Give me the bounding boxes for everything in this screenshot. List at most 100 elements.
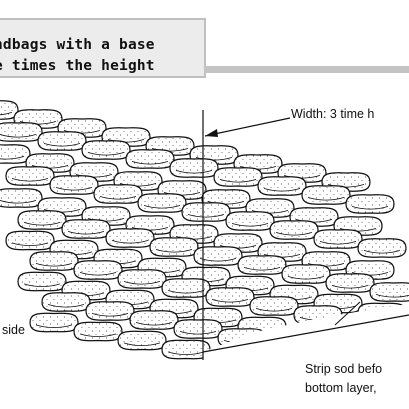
sandbag-crease — [275, 232, 313, 236]
sandbag-crease — [123, 342, 161, 346]
sandbag — [193, 246, 243, 266]
sandbag — [29, 251, 79, 271]
sandbag — [369, 282, 409, 302]
strip-sod-label-line-1: Strip sod befo — [305, 362, 383, 376]
sandbag — [249, 296, 299, 316]
sandbag — [5, 230, 55, 251]
sandbag — [0, 122, 43, 142]
sandbag-crease — [155, 249, 193, 253]
sandbag — [237, 255, 287, 275]
sandbag — [29, 312, 79, 333]
sandbag-crease — [79, 272, 117, 276]
sandbag-crease — [243, 267, 281, 271]
sandbag-crease — [35, 263, 73, 267]
sandbag — [41, 292, 91, 312]
sandbag-crease — [319, 241, 357, 245]
sandbag — [85, 301, 135, 321]
strip-sod-label-line-2: bottom layer, — [305, 381, 377, 395]
sandbag-crease — [87, 152, 125, 156]
sandbag-crease — [111, 240, 149, 244]
sandbag-crease — [47, 304, 85, 308]
sandbag — [125, 149, 175, 169]
wall-end-face — [203, 304, 409, 409]
sandbag — [61, 219, 111, 239]
sandbag-crease — [167, 351, 205, 355]
strip-sod-leader — [334, 301, 361, 326]
sandbag-crease — [0, 112, 13, 116]
sandbag — [357, 238, 407, 258]
sandbag — [105, 228, 155, 248]
sandbag — [345, 194, 395, 214]
sandbag-crease — [55, 187, 93, 191]
sandbag-crease — [123, 281, 161, 285]
sandbag — [269, 220, 319, 240]
sandbag — [93, 184, 143, 204]
sandbag-crease — [91, 313, 129, 317]
sandbag-crease — [11, 178, 49, 182]
side-label: side — [2, 323, 25, 337]
sandbag — [225, 211, 275, 231]
sandbag — [17, 210, 67, 230]
sandbag — [0, 188, 43, 208]
sandbag — [129, 310, 179, 330]
sandbag-crease — [167, 290, 205, 294]
sandbag — [37, 131, 87, 151]
sandbag — [281, 264, 331, 284]
sandbag-crease — [43, 143, 81, 147]
sandbag — [213, 167, 263, 187]
sandbag-crease — [99, 196, 137, 200]
sandbag — [169, 158, 219, 178]
sandbag — [181, 202, 231, 222]
sandbag — [313, 229, 363, 249]
sandbag-crease — [175, 170, 213, 174]
sandbag-crease — [255, 308, 293, 312]
sandbag — [5, 166, 55, 186]
sandbag-crease — [211, 299, 249, 303]
sandbag-crease — [79, 333, 117, 337]
sandbag — [73, 321, 123, 342]
sandbag-crease — [375, 294, 409, 298]
sandbag — [117, 269, 167, 289]
title-box: ndbags with a base e times the height — [0, 18, 206, 78]
sandbag-crease — [23, 283, 61, 287]
sandbag — [117, 330, 167, 351]
sandbag-crease — [143, 205, 181, 209]
sandbag-crease — [307, 197, 345, 201]
title-line-2: e times the height — [0, 58, 155, 74]
sandbag — [173, 319, 223, 339]
sandbag-crease — [0, 156, 25, 160]
ground-line — [202, 314, 409, 353]
sandbag-crease — [179, 331, 217, 335]
sandbag-crease — [263, 188, 301, 192]
sandbag-crease — [231, 223, 269, 227]
sandbag-crease — [67, 231, 105, 235]
sandbag-crease — [287, 276, 325, 280]
sandbag — [149, 237, 199, 257]
sandbag — [325, 273, 375, 293]
sandbag — [301, 185, 351, 205]
sandbag-crease — [11, 242, 49, 246]
sandbag-crease — [35, 324, 73, 328]
sandbag-crease — [363, 250, 401, 254]
sandbag — [49, 175, 99, 195]
sandbag — [73, 260, 123, 280]
sandbag — [257, 176, 307, 196]
sandbag-crease — [219, 179, 257, 183]
title-line-1: ndbags with a base — [0, 37, 155, 53]
sandbag-crease — [0, 200, 37, 204]
sandbag — [0, 144, 31, 164]
sandbag-crease — [131, 161, 169, 165]
title-rule — [204, 66, 409, 73]
sandbag-crease — [351, 206, 389, 210]
sandbag — [17, 271, 67, 292]
sandbag-crease — [187, 214, 225, 218]
sandbag — [81, 140, 131, 160]
sandbag — [205, 287, 255, 307]
sandbag — [161, 278, 211, 298]
sandbag-crease — [331, 285, 369, 289]
sandbag-crease — [135, 322, 173, 326]
width-arrow — [204, 117, 291, 137]
width-label: Width: 3 time h — [291, 107, 375, 121]
